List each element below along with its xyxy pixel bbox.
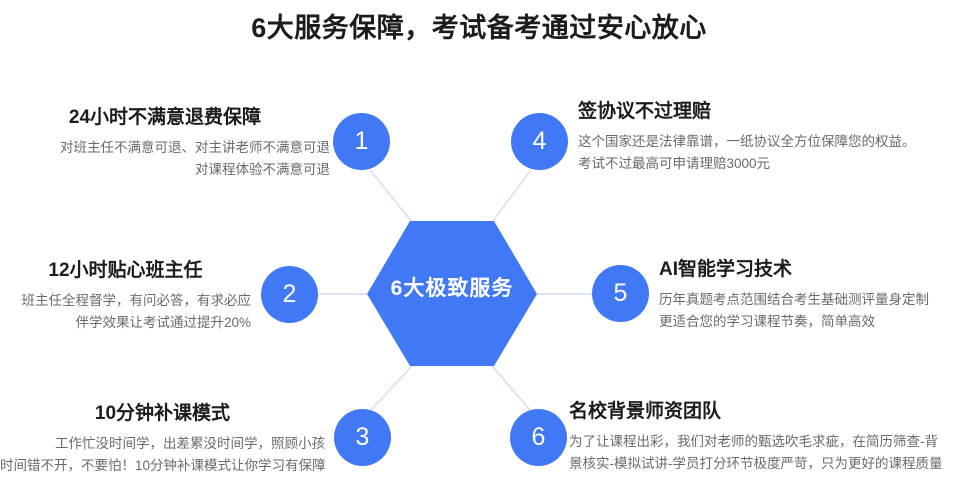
- feature-item-1: 24小时不满意退费保障 对班主任不满意可退、对主讲老师不满意可退 对课程体验不满…: [0, 106, 330, 181]
- node-number-4[interactable]: 4: [511, 113, 568, 170]
- feature-item-6-title: 名校背景师资团队: [569, 401, 722, 422]
- feature-item-2: 12小时贴心班主任 班主任全程督学，有问必答，有求必应 伴学效果让考试通过提升2…: [0, 259, 252, 335]
- node-number-1-text: 1: [354, 127, 369, 155]
- node-number-5[interactable]: 5: [592, 265, 649, 322]
- node-number-1[interactable]: 1: [333, 113, 390, 170]
- node-number-4-text: 4: [532, 127, 547, 155]
- feature-item-6: 名校背景师资团队 为了让课程出彩，我们对老师的甄选吹毛求疵，在简历筛查-背 景核…: [569, 400, 958, 475]
- feature-item-3: 10分钟补课模式 工作忙没时间学，出差累没时间学，照顾小孩 时间错不开，不要怕！…: [0, 402, 326, 478]
- feature-item-1-title: 24小时不满意退费保障: [68, 107, 262, 128]
- page-title: 6大服务保障，考试备考通过安心放心: [251, 13, 707, 43]
- feature-item-2-desc-line-2: 伴学效果让考试通过提升20%: [75, 314, 251, 330]
- connector-line-4: [491, 169, 532, 223]
- feature-item-5-desc: 历年真题考点范围结合考生基础测评量身定制 更适合您的学习课程节奏，简单高效: [659, 289, 958, 334]
- feature-item-6-desc-line-1: 为了让课程出彩，我们对老师的甄选吹毛求疵，在简历筛查-背: [569, 433, 938, 449]
- feature-item-3-desc-line-2: 时间错不开，不要怕！10分钟补课模式让你学习有保障: [0, 457, 326, 473]
- feature-item-5-desc-line-1: 历年真题考点范围结合考生基础测评量身定制: [659, 291, 929, 307]
- node-number-5-text: 5: [613, 279, 628, 307]
- center-hexagon: [367, 221, 537, 366]
- feature-item-4-desc-line-1: 这个国家还是法律靠谱，一纸协议全方位保障您的权益。: [578, 133, 916, 149]
- feature-item-6-desc-line-2: 景核实-模拟试讲-学员打分环节极度严苛，只为更好的课程质量: [569, 455, 943, 471]
- feature-item-2-desc: 班主任全程督学，有问必答，有求必应 伴学效果让考试通过提升20%: [0, 290, 252, 335]
- node-number-6[interactable]: 6: [510, 409, 567, 466]
- feature-item-6-desc: 为了让课程出彩，我们对老师的甄选吹毛求疵，在简历筛查-背 景核实-模拟试讲-学员…: [569, 431, 958, 476]
- feature-item-5: AI智能学习技术 历年真题考点范围结合考生基础测评量身定制 更适合您的学习课程节…: [659, 258, 958, 333]
- feature-item-1-desc-line-2: 对课程体验不满意可退: [195, 161, 330, 177]
- node-number-6-text: 6: [531, 423, 546, 451]
- feature-item-4-desc: 这个国家还是法律靠谱，一纸协议全方位保障您的权益。 考试不过最高可申请理赔300…: [578, 131, 958, 176]
- connector-line-3: [370, 365, 413, 411]
- node-number-2[interactable]: 2: [261, 266, 318, 323]
- feature-item-2-title: 12小时贴心班主任: [48, 260, 203, 281]
- connector-line-6: [491, 365, 531, 411]
- feature-item-2-desc-line-1: 班主任全程督学，有问必答，有求必应: [21, 292, 252, 308]
- node-number-2-text: 2: [282, 280, 297, 308]
- feature-item-3-title: 10分钟补课模式: [94, 403, 231, 424]
- feature-item-1-desc-line-1: 对班主任不满意可退、对主讲老师不满意可退: [60, 139, 330, 155]
- feature-item-4-desc-line-2: 考试不过最高可申请理赔3000元: [578, 155, 771, 171]
- feature-item-4-title: 签协议不过理赔: [578, 101, 712, 122]
- feature-item-1-desc: 对班主任不满意可退、对主讲老师不满意可退 对课程体验不满意可退: [0, 137, 330, 182]
- feature-item-4: 签协议不过理赔 这个国家还是法律靠谱，一纸协议全方位保障您的权益。 考试不过最高…: [578, 100, 958, 175]
- feature-item-3-desc: 工作忙没时间学，出差累没时间学，照顾小孩 时间错不开，不要怕！10分钟补课模式让…: [0, 433, 326, 478]
- feature-item-5-title: AI智能学习技术: [659, 259, 793, 280]
- feature-item-3-desc-line-1: 工作忙没时间学，出差累没时间学，照顾小孩: [55, 435, 325, 451]
- connector-line-1: [369, 169, 413, 223]
- feature-item-5-desc-line-2: 更适合您的学习课程节奏，简单高效: [659, 313, 875, 329]
- node-number-3-text: 3: [355, 423, 370, 451]
- node-number-3[interactable]: 3: [334, 409, 391, 466]
